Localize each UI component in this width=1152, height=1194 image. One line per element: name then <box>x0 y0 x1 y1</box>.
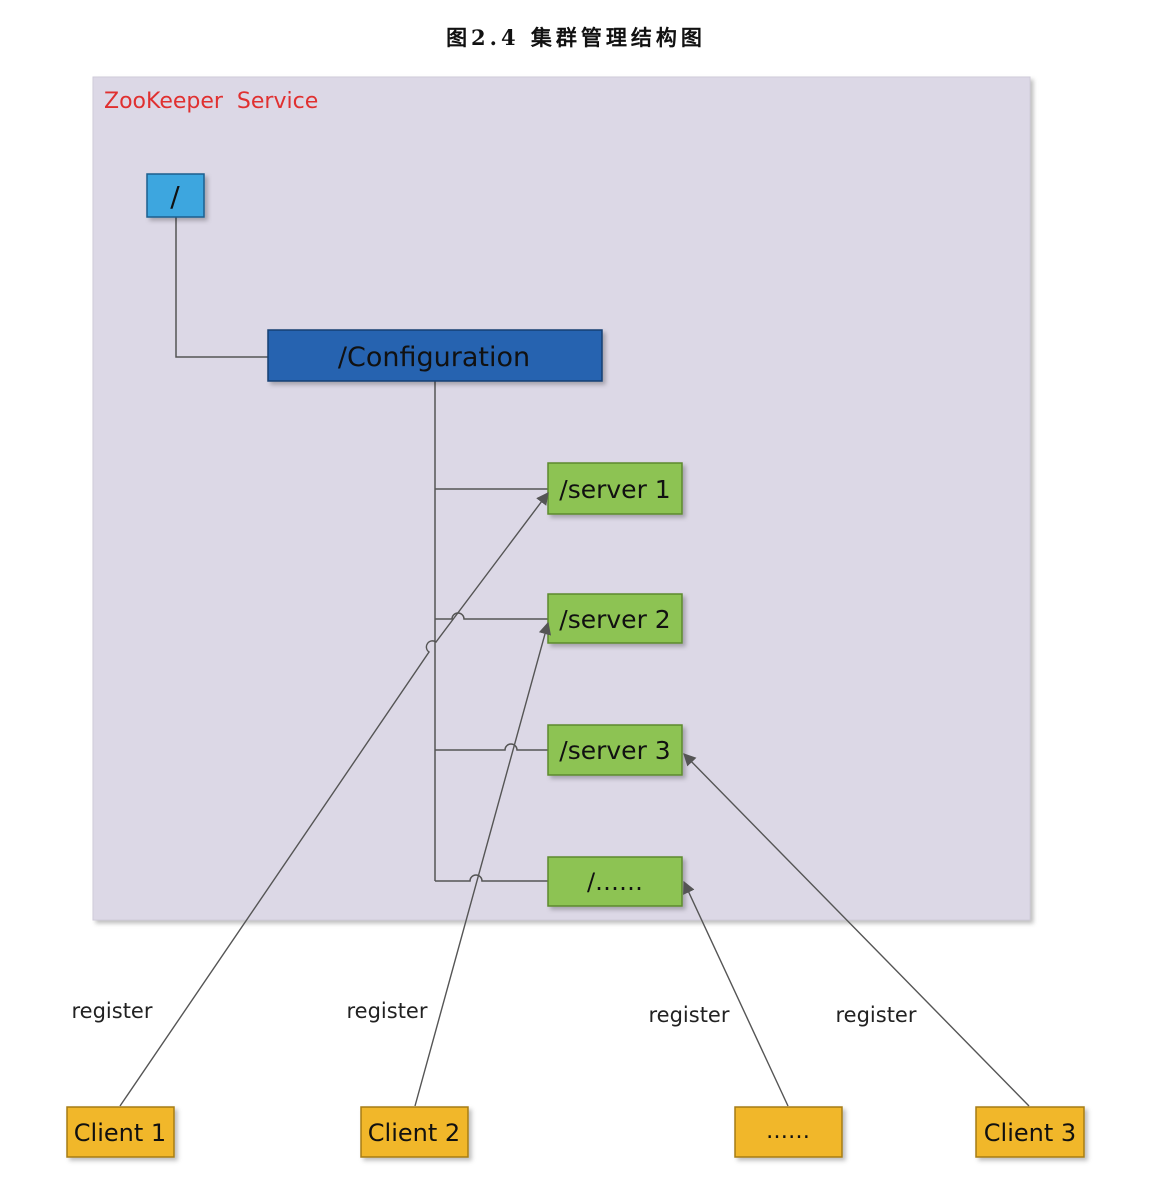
tree-connectors <box>175 217 548 882</box>
client-more-node-label: …… <box>766 1119 810 1144</box>
server1-node-label: /server 1 <box>559 475 670 504</box>
client2-node-label: Client 2 <box>368 1119 460 1147</box>
configuration-node[interactable]: /Configuration <box>267 329 603 382</box>
client1-node[interactable]: Client 1 <box>66 1106 175 1158</box>
client2-node[interactable]: Client 2 <box>360 1106 469 1158</box>
client3-node-label: Client 3 <box>984 1119 1076 1147</box>
client2-register-arrow <box>414 621 552 1107</box>
client1-register-arrow <box>119 491 549 1107</box>
root-node-label: / <box>170 180 180 213</box>
client1-node-label: Client 1 <box>74 1119 166 1147</box>
register-label-client-more: register <box>649 1003 730 1027</box>
register-arrows <box>119 491 1030 1107</box>
server3-node-label: /server 3 <box>559 736 670 765</box>
server2-node[interactable]: /server 2 <box>547 593 683 644</box>
root-to-configuration-connector <box>175 217 268 358</box>
register-label-client2: register <box>347 999 428 1023</box>
branch-server-more <box>435 874 548 882</box>
configuration-node-label: /Configuration <box>338 342 530 373</box>
client3-register-arrow <box>683 753 1030 1107</box>
client-more-register-arrow <box>683 880 789 1107</box>
server-more-node-label: /…… <box>587 868 643 896</box>
client3-node[interactable]: Client 3 <box>975 1106 1085 1158</box>
register-label-client1: register <box>72 999 153 1023</box>
client-more-node[interactable]: …… <box>734 1106 843 1158</box>
register-label-client3: register <box>836 1003 917 1027</box>
branch-server3 <box>435 743 548 751</box>
server3-node[interactable]: /server 3 <box>547 724 683 776</box>
figure-title: 图2.4 集群管理结构图 <box>446 25 706 50</box>
zookeeper-service-label: ZooKeeper Service <box>104 89 318 114</box>
server2-node-label: /server 2 <box>559 605 670 634</box>
server-more-node[interactable]: /…… <box>547 856 683 907</box>
server1-node[interactable]: /server 1 <box>547 462 683 515</box>
root-node[interactable]: / <box>146 173 205 218</box>
